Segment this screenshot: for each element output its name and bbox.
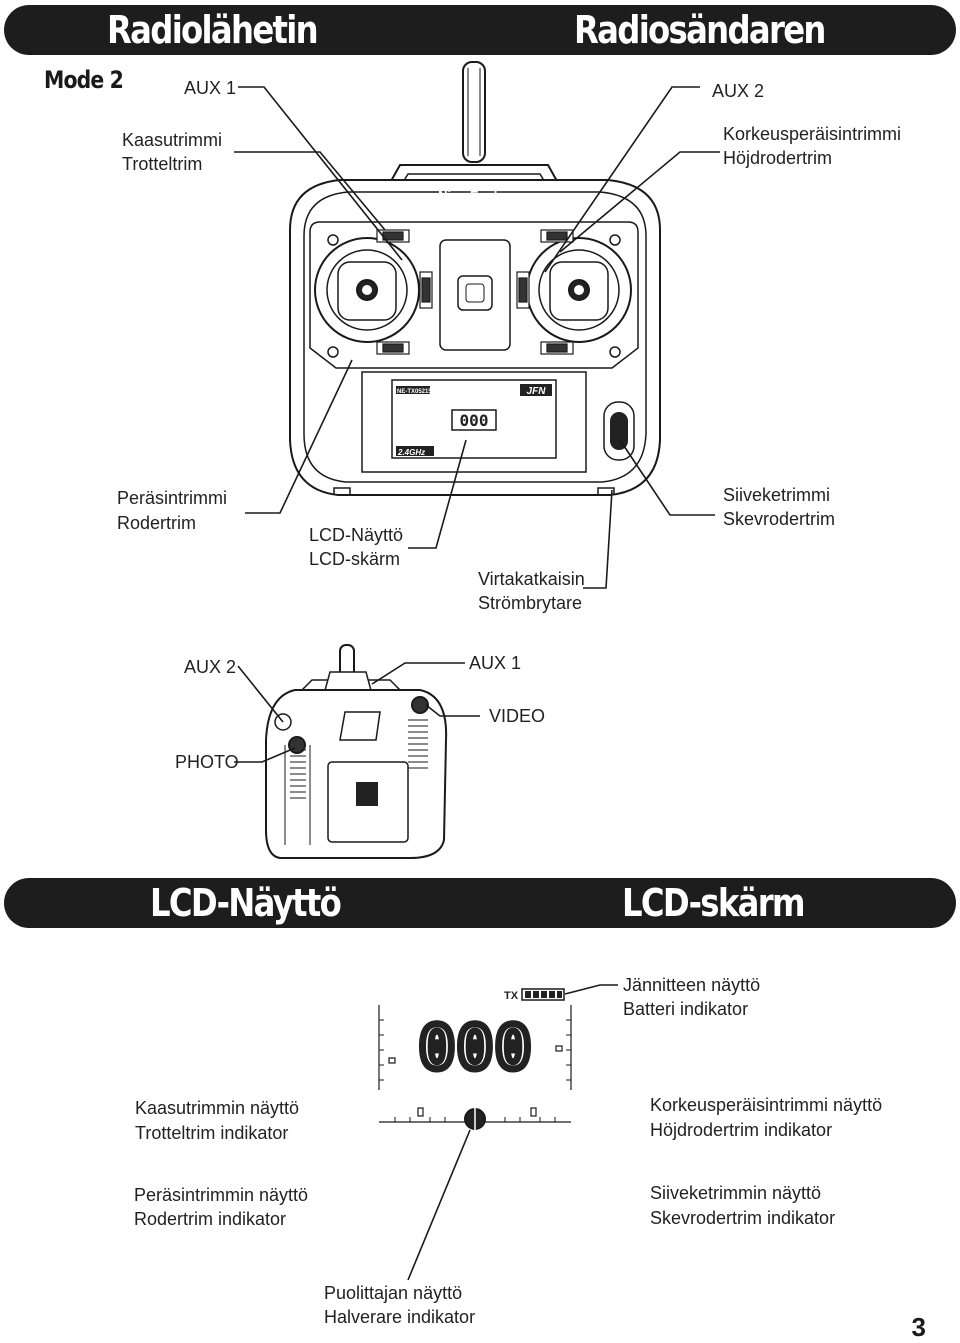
lcd-digits-large: 000 xyxy=(419,1013,533,1083)
lcd-frequency-text: 2.4GHz xyxy=(397,448,425,457)
brand-logo-text: Nine Eagles xyxy=(438,188,512,203)
label-throttle-indicator-sv: Trotteltrim indikator xyxy=(135,1123,289,1143)
lcd-banner: LCD-Näyttö LCD-skärm xyxy=(4,878,956,928)
antenna-icon xyxy=(462,61,486,163)
label-aileron-indicator-fi: Siiveketrimmin näyttö xyxy=(650,1183,822,1203)
label-power-switch-fi: Virtakatkaisin xyxy=(478,569,585,589)
lcd-model-text: NE-TX05215-B xyxy=(397,389,439,395)
left-stick-icon xyxy=(314,237,420,343)
front-leader-lines xyxy=(234,86,720,589)
lcd-digits-small: 000 xyxy=(460,411,489,430)
label-voltage-fi: Jännitteen näyttö xyxy=(623,975,761,995)
label-throttle-trim-fi: Kaasutrimmi xyxy=(122,130,223,150)
label-aileron-trim-sv: Skevrodertrim xyxy=(723,509,836,529)
page-number: 3 xyxy=(911,1312,926,1342)
label-elevator-trim-fi: Korkeusperäisintrimmi xyxy=(723,124,902,144)
label-elevator-indicator-sv: Höjdrodertrim indikator xyxy=(650,1120,833,1140)
label-rudder-trim-sv: Rodertrim xyxy=(117,513,197,533)
label-power-switch-sv: Strömbrytare xyxy=(478,593,583,613)
mode-label: Mode 2 xyxy=(44,66,124,94)
label-halver-sv: Halverare indikator xyxy=(324,1307,476,1327)
label-rudder-indicator-fi: Peräsintrimmin näyttö xyxy=(134,1185,309,1205)
label-halver-fi: Puolittajan näyttö xyxy=(324,1283,463,1303)
battery-cover xyxy=(327,761,409,843)
photo-button-icon xyxy=(288,736,306,754)
transmitter-back xyxy=(265,644,448,859)
lcd-leader-lines xyxy=(407,984,618,1281)
label-aileron-trim-fi: Siiveketrimmi xyxy=(723,485,831,505)
battery-indicator-icon xyxy=(521,988,565,1001)
label-rudder-indicator-sv: Rodertrim indikator xyxy=(134,1209,287,1229)
label-elevator-trim-sv: Höjdrodertrim xyxy=(723,148,833,168)
video-button-icon xyxy=(411,696,429,714)
label-voltage-sv: Batteri indikator xyxy=(623,999,749,1019)
label-throttle-trim-sv: Trotteltrim xyxy=(122,154,203,174)
tx-label: TX xyxy=(504,990,519,1002)
label-aux2-back: AUX 2 xyxy=(184,657,237,677)
lcd-banner-title-finnish: LCD-Näyttö xyxy=(150,881,342,925)
label-lcd-fi: LCD-Näyttö xyxy=(309,525,404,545)
label-aux1-front: AUX 1 xyxy=(184,78,237,98)
label-lcd-sv: LCD-skärm xyxy=(309,549,401,569)
transmitter-front xyxy=(289,61,661,496)
top-banner: Radiolähetin Radiosändaren xyxy=(4,5,956,55)
lcd-detail xyxy=(378,988,572,1131)
label-aux1-back: AUX 1 xyxy=(469,653,522,673)
banner-title-swedish: Radiosändaren xyxy=(574,8,826,52)
lcd-banner-title-swedish: LCD-skärm xyxy=(622,881,806,925)
label-elevator-indicator-fi: Korkeusperäisintrimmi näyttö xyxy=(650,1095,883,1115)
back-leader-lines xyxy=(234,662,480,763)
label-aux2-front: AUX 2 xyxy=(712,81,765,101)
label-photo: PHOTO xyxy=(175,752,239,772)
label-aileron-indicator-sv: Skevrodertrim indikator xyxy=(650,1208,836,1228)
video-port-icon xyxy=(356,782,378,806)
banner-title-finnish: Radiolähetin xyxy=(107,8,319,52)
label-rudder-trim-fi: Peräsintrimmi xyxy=(117,488,228,508)
label-throttle-indicator-fi: Kaasutrimmin näyttö xyxy=(135,1098,300,1118)
center-button-icon xyxy=(457,275,493,311)
label-video: VIDEO xyxy=(489,706,546,726)
lcd-logo-text: JFN xyxy=(527,386,547,397)
